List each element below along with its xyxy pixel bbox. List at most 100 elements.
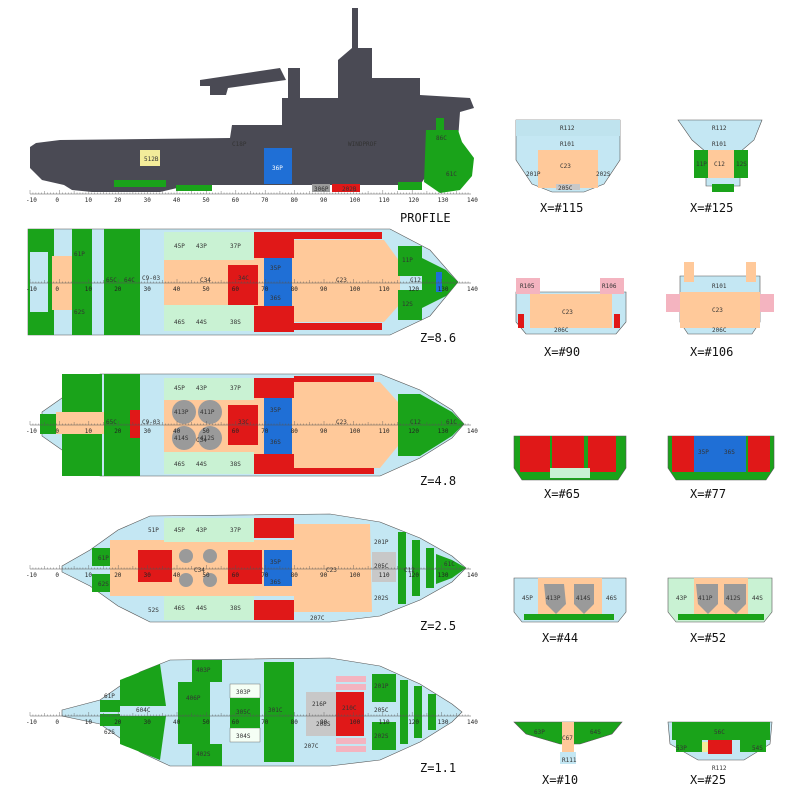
x115-label-r112: R112: [560, 125, 575, 132]
ruler-tick-label: 100: [349, 719, 360, 726]
x115-label-205c: 205C: [558, 185, 573, 192]
x25-53p: [676, 740, 702, 752]
z2.5-205c-grey: [372, 552, 396, 582]
ruler-tick-label: 40: [173, 428, 181, 435]
ruler-tick-label: 60: [232, 197, 240, 204]
profile-label-61c: 61C: [446, 171, 457, 178]
ruler-tick-label: 80: [291, 286, 299, 293]
x106-label-r101: R101: [712, 283, 727, 290]
x25-56c: [672, 722, 770, 740]
x25-label-56c: 56C: [714, 729, 725, 736]
z8.6-red-port: [254, 232, 294, 258]
z1.1-ballast-305c: [230, 698, 260, 728]
z8.6-label-38s: 38S: [230, 319, 241, 326]
z4.8-label-36s: 36S: [270, 439, 281, 446]
x25-label-r112: R112: [712, 765, 727, 772]
ruler-tick-label: 130: [438, 197, 449, 204]
z2.5-label-201p: 201P: [374, 539, 389, 546]
ruler-tick-label: 60: [232, 428, 240, 435]
z1.1-ballast-62s: [100, 714, 120, 726]
x52-label-43p: 43P: [676, 595, 687, 602]
profile-tank-green-aft: [114, 180, 166, 187]
z1.1-ballast-aft-port: [120, 664, 166, 706]
ruler-tick-label: -10: [26, 197, 37, 204]
z2.5-label-c34: C34: [194, 567, 205, 574]
caption-x25: X=#25: [690, 773, 726, 787]
profile-label-202b: 202B: [342, 186, 357, 193]
caption-x44: X=#44: [542, 631, 578, 645]
ruler-tick-label: 50: [202, 428, 210, 435]
section-x25: 56C 53P 54S R112 X=#25: [667, 721, 773, 787]
profile-label-36p: 36P: [272, 165, 283, 172]
x106-label-c23: C23: [712, 307, 723, 314]
z8.6-label-35p: 35P: [270, 265, 281, 272]
z4.8-label-35p: 35P: [270, 407, 281, 414]
x106-pink-port: [666, 294, 680, 312]
x25-red: [708, 740, 732, 754]
section-x90: R105 R106 C23 206C X=#90: [515, 278, 627, 359]
x10-label-c67: C67: [562, 735, 573, 742]
x77-blue-36s: [720, 436, 746, 472]
z2.5-tank-grey-2: [203, 549, 217, 563]
z1.1-label-207c: 207C: [304, 743, 319, 750]
x44-green: [524, 614, 614, 620]
ruler-tick-label: 50: [202, 572, 210, 579]
caption-x90: X=#90: [544, 345, 580, 359]
x106-post-stbd: [746, 262, 756, 282]
z1.1-label-305c: 305C: [236, 709, 251, 716]
profile-tank-green-mid: [176, 185, 212, 191]
ruler-tick-label: 100: [349, 428, 360, 435]
z8.6-label-c34: C34: [200, 277, 211, 284]
x52-label-411p: 411P: [698, 595, 713, 602]
ruler-tick-label: 0: [55, 572, 59, 579]
caption-x10: X=#10: [542, 773, 578, 787]
profile-tank-red: [332, 184, 360, 192]
ruler-tick-label: 0: [55, 719, 59, 726]
ruler-tick-label: 40: [173, 719, 181, 726]
section-x10: 63P 64S C67 R111 X=#10: [513, 721, 623, 787]
x25-54s: [740, 740, 766, 752]
x65-red-3: [588, 436, 616, 472]
z2.5-red-stbd: [254, 600, 294, 620]
z2.5-label-43p: 43P: [196, 527, 207, 534]
x106-c23: [680, 292, 760, 328]
z1.1-label-301c: 301C: [268, 707, 283, 714]
z8.6-label-c9: C9-03: [142, 275, 160, 282]
z2.5-label-61p: 61P: [98, 555, 109, 562]
z4.8-label-411p: 411P: [200, 409, 215, 416]
z4.8-label-413p: 413P: [174, 409, 189, 416]
ruler-tick-label: 110: [379, 197, 390, 204]
z8.6-label-64c: 64C: [124, 277, 135, 284]
x10-c67: [562, 722, 574, 758]
z1.1-red-216p: [336, 692, 364, 736]
z8.6-red-strip-port: [294, 232, 382, 239]
z2.5-label-202s: 202S: [374, 595, 389, 602]
x125-label-12s: 12S: [736, 161, 747, 168]
z2.5-mint-port: [164, 518, 254, 542]
profile-label-512b: 512B: [144, 156, 159, 163]
z4.8-tank-412s: [198, 426, 222, 450]
z8.6-label-34c: 34C: [238, 275, 249, 282]
z2.5-tank-grey-1: [179, 549, 193, 563]
z8.6-label-46s: 46S: [174, 319, 185, 326]
ruler-tick-label: 100: [349, 572, 360, 579]
ruler-tick-label: 70: [261, 428, 269, 435]
x125-12s: [734, 150, 748, 178]
profile-tank-water: [264, 148, 292, 184]
ruler-tick-label: 10: [85, 197, 93, 204]
z8.6-ballast-12s: [398, 290, 422, 320]
z8.6-label-36s: 36S: [270, 295, 281, 302]
z1.1-label-402s: 402S: [196, 751, 211, 758]
z1.1-label-406p: 406P: [186, 695, 201, 702]
x10-label-63p: 63P: [534, 729, 545, 736]
z8.6-label-43p: 43P: [196, 243, 207, 250]
ruler-tick-label: 50: [202, 719, 210, 726]
z4.8-red-port: [254, 378, 294, 398]
z4.8-ballast-aft-port: [62, 374, 102, 414]
z2.5-label-51p: 51P: [148, 527, 159, 534]
z1.1-ballast-304: [264, 662, 294, 762]
ruler-tick-label: 30: [144, 197, 152, 204]
